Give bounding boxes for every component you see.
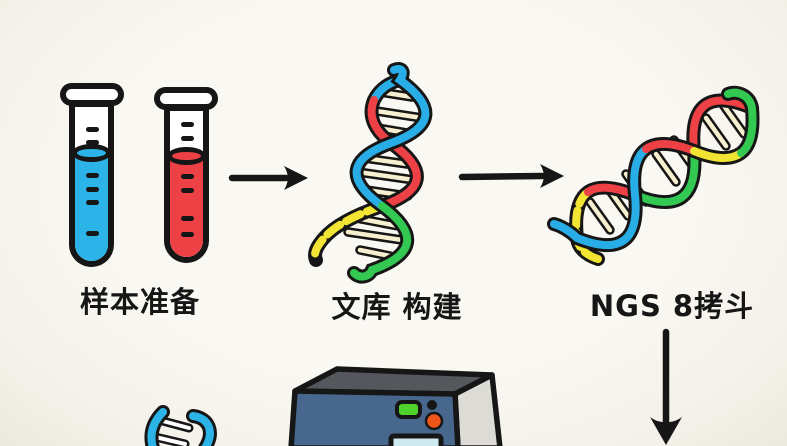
machine-led-green [395, 400, 422, 419]
test-tube-red-rim [154, 87, 218, 110]
sequencer-machine-illustration [288, 366, 503, 446]
tube-liquid-blue [75, 144, 108, 261]
tube-liquid-red [170, 147, 203, 257]
test-tube-blue-rim [60, 83, 124, 106]
machine-screen [388, 433, 444, 446]
dna-fragment-icon [144, 405, 217, 446]
arrow-down-icon [650, 328, 682, 445]
arrow-right-1-icon [228, 166, 308, 190]
arrow-right-2-icon [458, 164, 564, 188]
machine-dot [427, 400, 437, 410]
machine-button-orange [424, 411, 444, 431]
dna-helix-icon [308, 62, 433, 284]
step-label-ngs-sequencing: NGS 8拷斗 [589, 289, 755, 323]
dna-rungs [585, 101, 749, 235]
test-tube-red [164, 105, 209, 263]
test-tube-blue [69, 101, 114, 267]
step-label-sample-prep: 样本准备 [79, 285, 200, 319]
step-label-library-construction: 文库 构建 [331, 290, 463, 324]
dna-helix-diagonal-icon [547, 85, 760, 266]
